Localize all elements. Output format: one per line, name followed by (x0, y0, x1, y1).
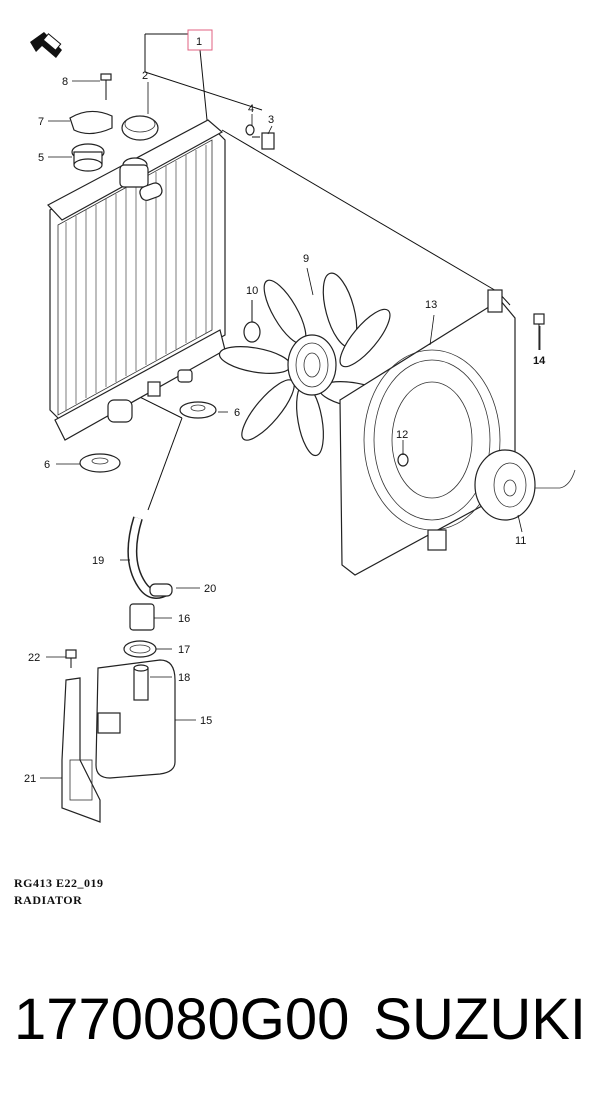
brand-name: SUZUKI (373, 987, 586, 1052)
callout-6-upper: 6 (234, 407, 240, 419)
connector-16 (129, 603, 155, 631)
filler-neck (119, 157, 163, 201)
callout-13: 13 (425, 299, 437, 311)
bracket-21 (61, 677, 101, 823)
pipe-18 (133, 664, 149, 701)
callout-4: 4 (248, 103, 254, 115)
callout-16: 16 (178, 613, 190, 625)
callout-3: 3 (268, 114, 274, 126)
washer-4 (245, 124, 255, 136)
clip-3 (252, 132, 275, 150)
callout-20: 20 (204, 583, 216, 595)
bolt-12 (397, 453, 409, 467)
mount-pins (147, 369, 193, 397)
radiator-core (47, 119, 226, 441)
front-arrow-icon (30, 32, 62, 58)
cushion-6-lower (79, 453, 121, 473)
callout-10: 10 (246, 285, 258, 297)
footer: 1770080G00 SUZUKI (0, 975, 600, 1075)
callout-9: 9 (303, 253, 309, 265)
leader-lines (64, 33, 511, 511)
fan-motor-11 (474, 449, 576, 521)
bolt-14 (533, 313, 545, 350)
callout-7: 7 (38, 116, 44, 128)
hose-20 (149, 583, 173, 597)
reservoir-tank-15 (95, 659, 176, 779)
highlight-box (187, 29, 213, 51)
callout-11: 11 (515, 535, 526, 547)
callout-22: 22 (28, 652, 40, 664)
callout-14: 14 (533, 355, 546, 367)
diagram-title-caption: RADIATOR (14, 893, 83, 907)
part-number: 1770080G00 (14, 987, 350, 1052)
callout-leaders (40, 80, 541, 779)
cap-17 (123, 640, 157, 658)
radiator-exploded-diagram: 1 2 3 4 5 6 6 7 8 9 10 11 12 13 14 15 16… (24, 29, 576, 823)
bracket-7 (69, 110, 113, 135)
bolt-8 (100, 73, 112, 100)
callout-6-lower: 6 (44, 459, 50, 471)
callout-17: 17 (178, 644, 190, 656)
cushion-6-upper (179, 401, 217, 419)
bolt-22 (65, 649, 77, 668)
callout-labels: 1 2 3 4 5 6 6 7 8 9 10 11 12 13 14 15 16… (24, 36, 546, 785)
diagram-code-caption: RG413 E22_019 (14, 876, 104, 890)
callout-19: 19 (92, 555, 104, 567)
callout-18: 18 (178, 672, 190, 684)
callout-2: 2 (142, 70, 148, 82)
radiator-cap (121, 115, 159, 141)
reservoir-hose-19 (127, 516, 171, 599)
callout-12: 12 (396, 429, 408, 441)
callout-21: 21 (24, 773, 36, 785)
callout-1: 1 (196, 36, 202, 48)
callout-5: 5 (38, 152, 44, 164)
callout-8: 8 (62, 76, 68, 88)
cushion-5 (71, 143, 105, 172)
callout-15: 15 (200, 715, 212, 727)
nut-10 (243, 300, 261, 343)
